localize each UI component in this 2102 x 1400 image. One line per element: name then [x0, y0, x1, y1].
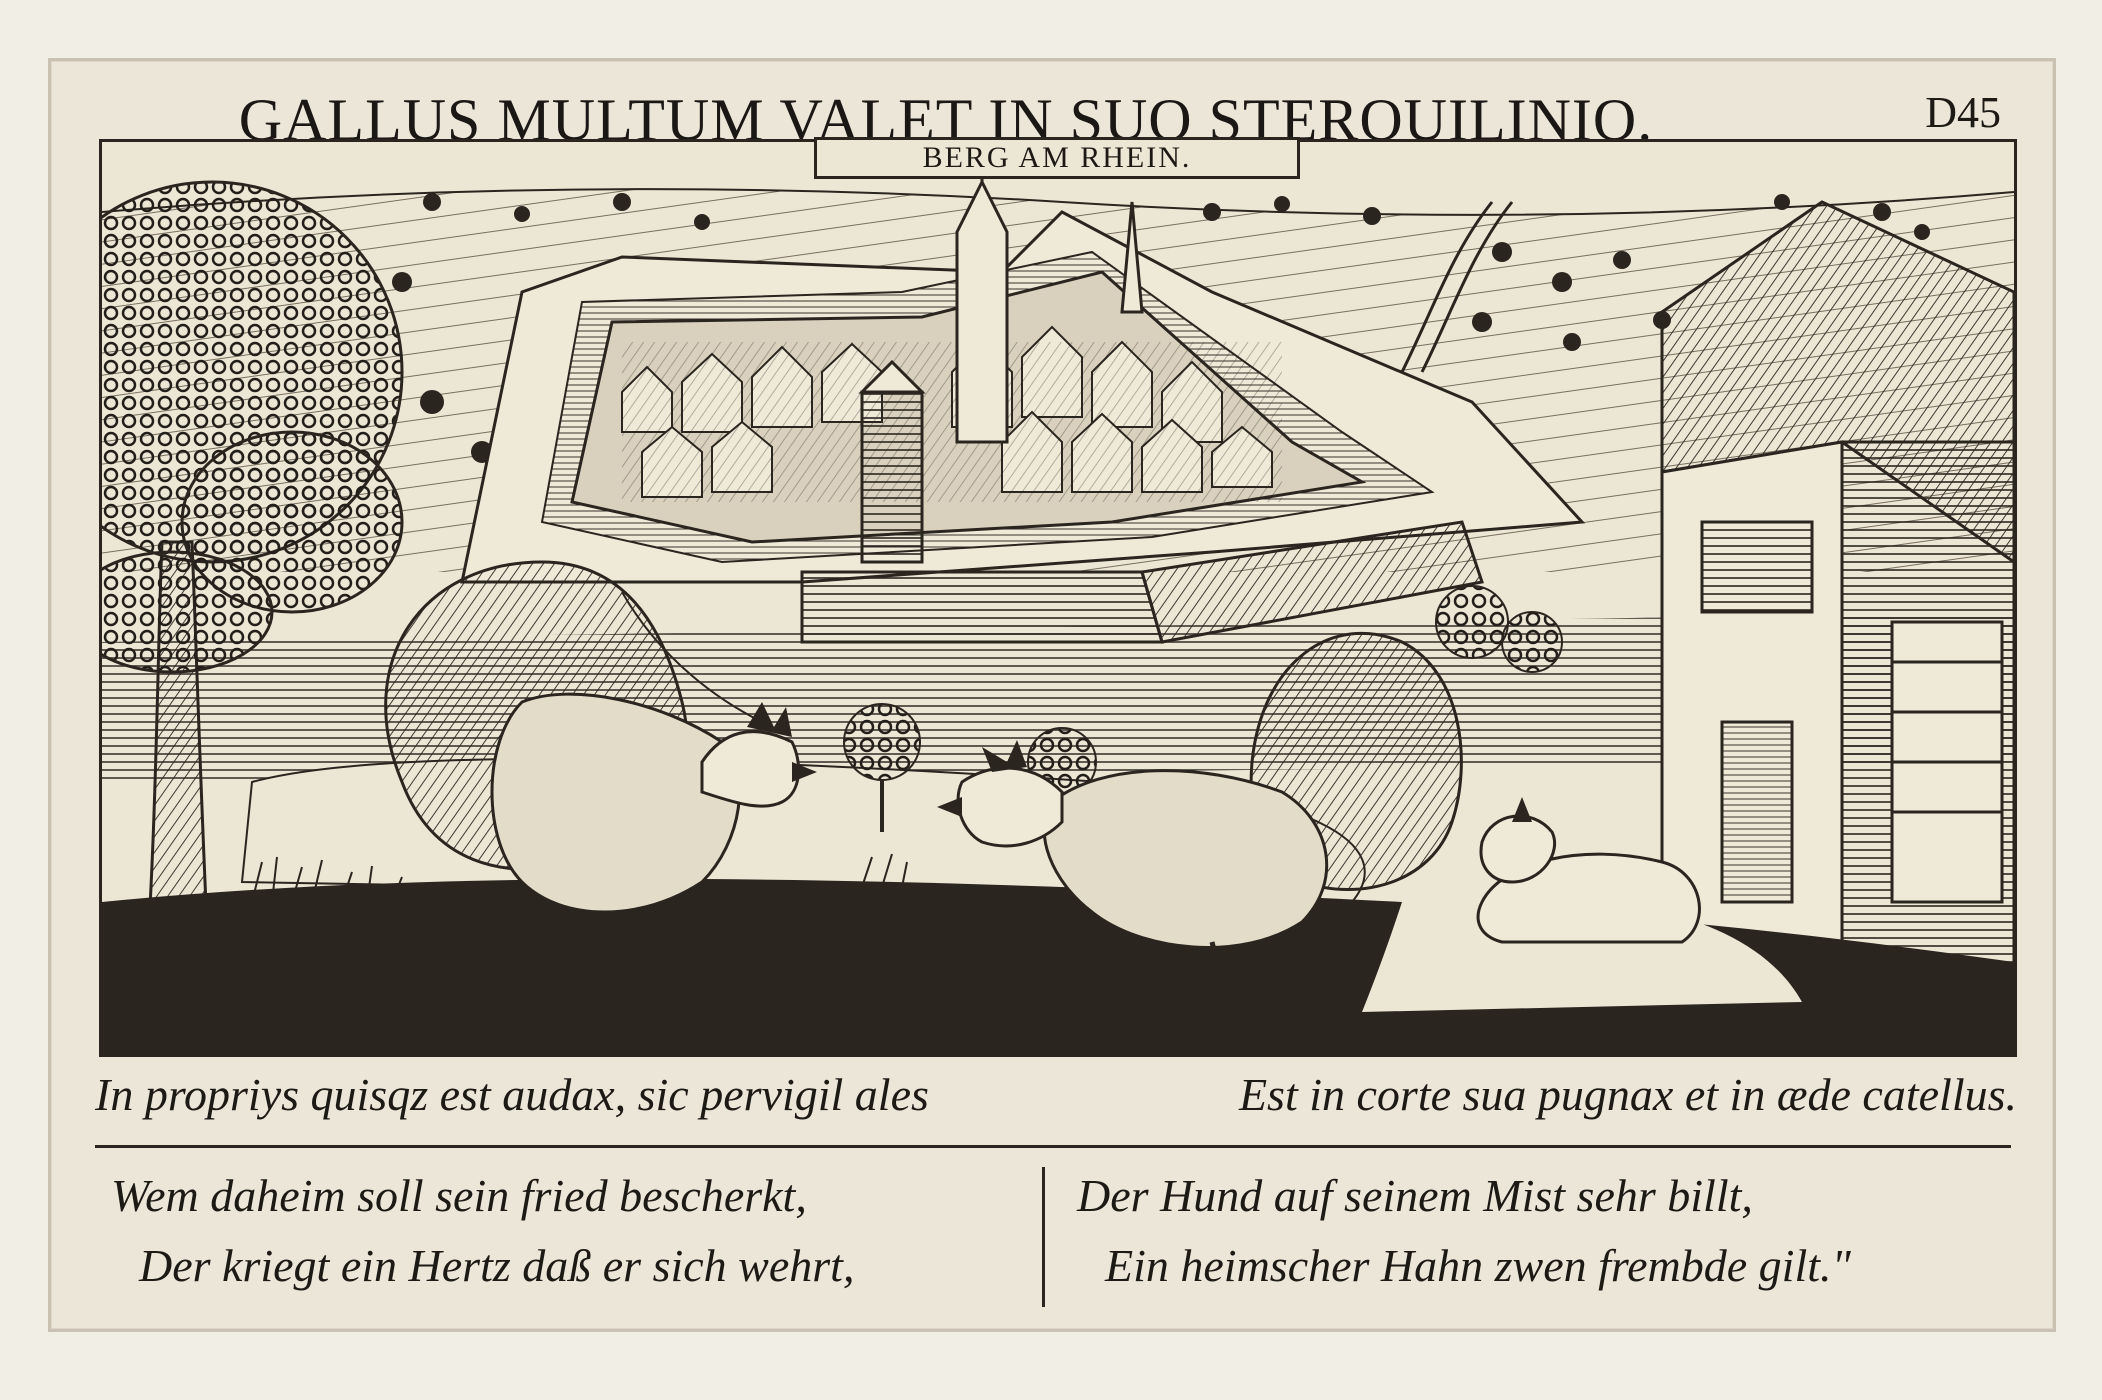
german-verse-left: Wem daheim soll sein fried bescherkt, De… — [111, 1161, 1011, 1321]
german-verse-line: Wem daheim soll sein fried bescherkt, — [111, 1170, 807, 1221]
rooster-left — [384, 560, 817, 993]
place-title-cartouche: BERG AM RHEIN. — [814, 137, 1300, 179]
latin-verse-right: Est in corte sua pugnax et in æde catell… — [1238, 1068, 2017, 1120]
verse-rule — [95, 1145, 2011, 1148]
german-verse-line: Ein heimscher Hahn zwen frembde gilt." — [1105, 1240, 1851, 1291]
german-verse-line: Der Hund auf seinem Mist sehr billt, — [1077, 1170, 1753, 1221]
town-view-illustration: H — [102, 142, 2014, 1054]
farmhouse — [1660, 200, 2014, 1014]
plate-number: D45 — [1925, 88, 2001, 137]
verse-divider — [1042, 1167, 1045, 1307]
latin-verse-left: In propriys quisqz est audax, sic pervig… — [95, 1068, 929, 1120]
church-spire — [955, 157, 1144, 444]
german-verse-right: Der Hund auf seinem Mist sehr billt, Ein… — [1077, 1161, 1977, 1321]
dog — [1476, 797, 1701, 944]
german-verse-line: Der kriegt ein Hertz daß er sich wehrt, — [139, 1240, 855, 1291]
engraving-plate: GALLUS MULTUM VALET IN SUO STERQUILINIO.… — [48, 58, 2056, 1332]
meadow-trees — [843, 585, 1563, 842]
distant-trees — [392, 193, 1930, 463]
rooster-right — [937, 631, 1463, 1023]
round-tower — [858, 359, 926, 564]
engraved-picture: H — [99, 139, 2017, 1057]
foreground-plants — [251, 853, 908, 903]
engraver-monogram: H — [119, 1010, 137, 1035]
